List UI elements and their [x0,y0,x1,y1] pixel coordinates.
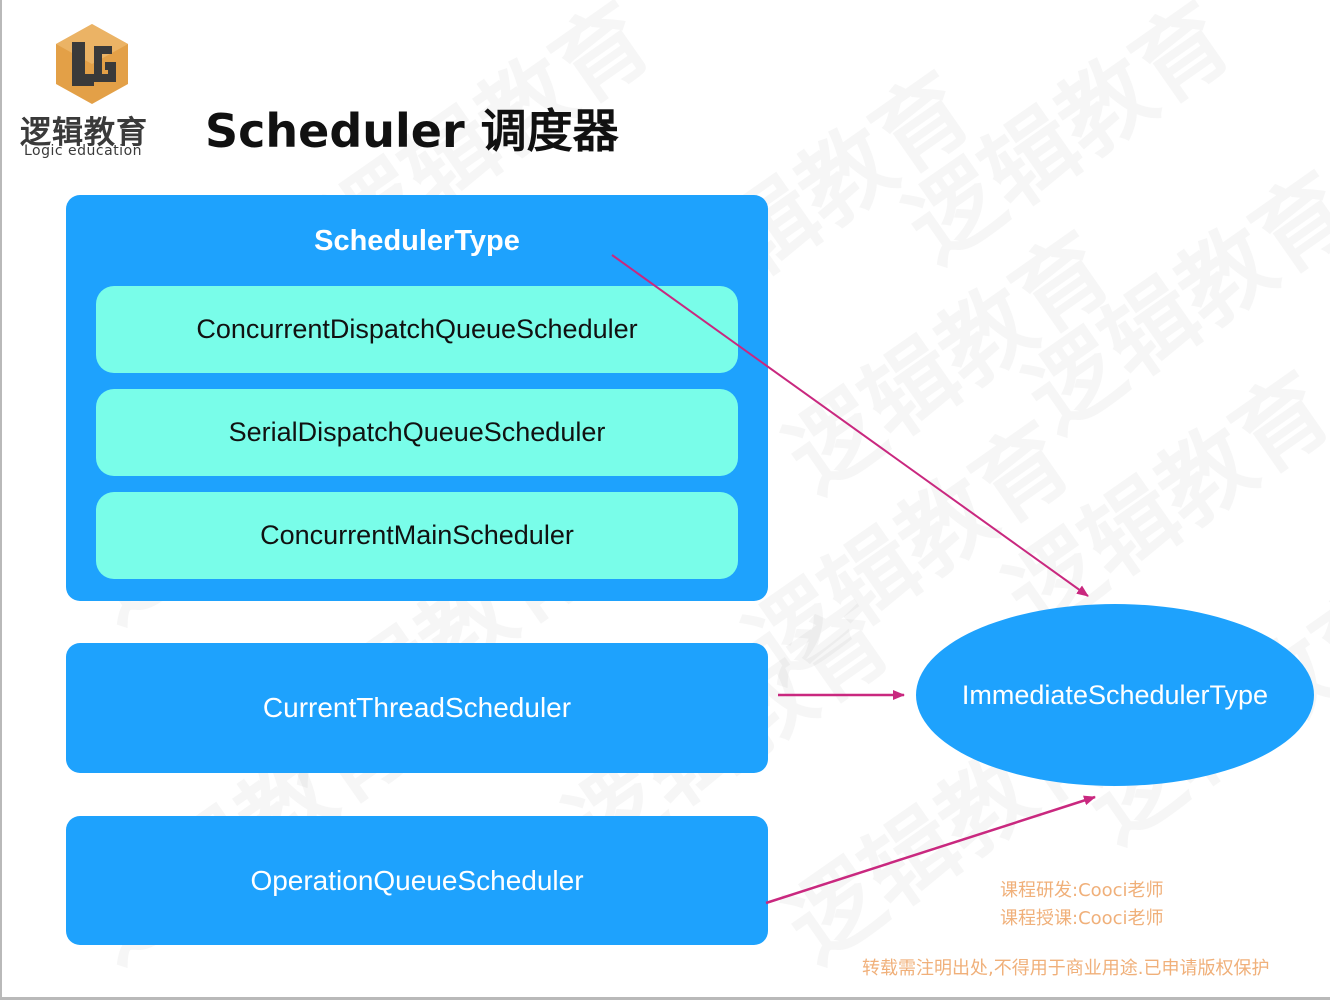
arrow-operation-queue-to-immediate [765,795,1096,905]
scheduler-type-group: SchedulerType ConcurrentDispatchQueueSch… [66,195,768,601]
logo-name-en: Logic education [24,143,143,159]
frame-left-border [0,0,2,1000]
node-current-thread-scheduler: CurrentThreadScheduler [66,643,768,773]
node-operation-queue-scheduler: OperationQueueScheduler [66,816,768,945]
node-concurrent-dispatch-queue-scheduler: ConcurrentDispatchQueueScheduler [96,286,738,373]
logo: 逻辑教育 Logic education [20,22,165,162]
node-serial-dispatch-queue-scheduler: SerialDispatchQueueScheduler [96,389,738,476]
logo-name-cn: 逻辑教育 [20,115,148,151]
credit-research: 课程研发:Cooci老师 [1000,880,1164,901]
group-label: SchedulerType [314,225,520,257]
frame-bottom-border [0,997,1330,1000]
arrow-scheduler-type-to-immediate [611,254,1089,597]
page-title: Scheduler 调度器 [205,104,619,158]
node-concurrent-main-scheduler: ConcurrentMainScheduler [96,492,738,579]
hexagon-logo-icon [56,24,128,104]
credit-teaching: 课程授课:Cooci老师 [1000,908,1164,929]
copyright-notice: 转载需注明出处,不得用于商业用途.已申请版权保护 [862,958,1270,979]
node-immediate-scheduler-type: ImmediateSchedulerType [916,604,1314,786]
